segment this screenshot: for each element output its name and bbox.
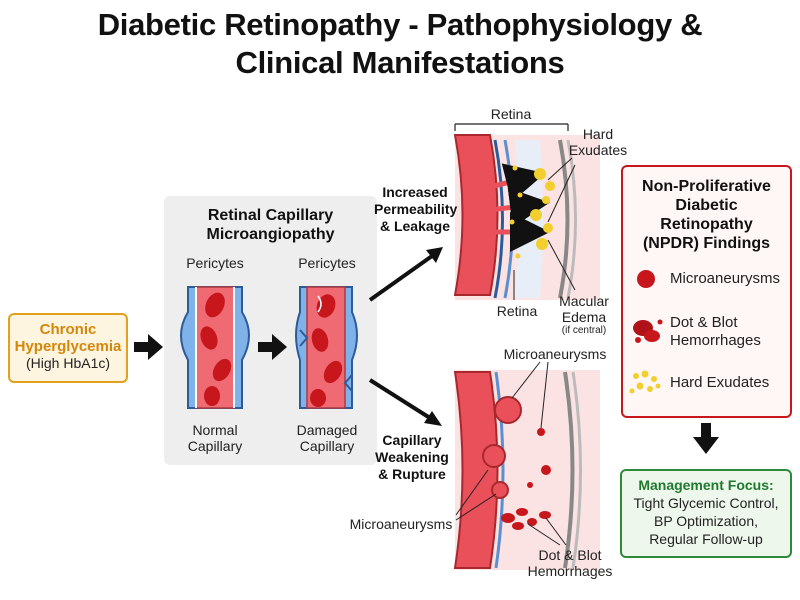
npdr-title-2: Diabetic <box>675 197 738 214</box>
normal-capillary-label: Normal Capillary <box>172 422 258 454</box>
legend-hemorrhages-line-1: Dot & Blot <box>670 314 738 331</box>
legend-microaneurysms: Microaneurysms <box>670 270 790 288</box>
legend-hard-exudates-text: Hard Exudates <box>670 374 770 391</box>
management-line-3: Regular Follow-up <box>649 531 763 547</box>
arrow-down-to-weakening <box>368 378 442 426</box>
chronic-title-1: Chronic <box>39 321 97 338</box>
permeability-label: Increased Permeability & Leakage <box>374 184 458 235</box>
hard-line-2: Exudates <box>568 142 628 158</box>
weakening-line-2: Weakening <box>375 449 449 465</box>
damaged-line-1: Damaged <box>296 422 358 438</box>
damaged-line-2: Capillary <box>299 438 355 454</box>
permeability-line-3: & Leakage <box>379 218 451 234</box>
pericytes-label-left: Pericytes <box>186 255 244 271</box>
pericytes-label-right: Pericytes <box>298 255 356 271</box>
dot-line-2: Hemorrhages <box>527 563 613 579</box>
legend-hemorrhages-line-2: Hemorrhages <box>670 332 761 349</box>
legend-microaneurysms-text: Microaneurysms <box>670 270 781 287</box>
macular-note: (if central) <box>561 325 607 336</box>
arrow-chronic-to-normal <box>134 334 163 360</box>
chronic-hyperglycemia-box: Chronic Hyperglycemia (High HbA1c) <box>8 313 128 383</box>
weakening-retina-illustration <box>453 361 600 570</box>
dot-line-1: Dot & Blot <box>538 547 602 563</box>
arrow-normal-to-damaged <box>258 334 287 360</box>
legend-hemorrhages: Dot & Blot Hemorrhages <box>670 314 790 350</box>
weakening-line-1: Capillary <box>382 432 442 448</box>
dot-blot-label: Dot & Blot Hemorrhages <box>522 547 618 579</box>
npdr-title-3: Retinopathy <box>660 216 753 233</box>
chronic-subtitle: (High HbA1c) <box>25 355 111 371</box>
normal-line-1: Normal <box>192 422 238 438</box>
page-title: Diabetic Retinopathy - Pathophysiology &… <box>0 6 800 82</box>
title-line-1: Diabetic Retinopathy - Pathophysiology & <box>97 7 703 42</box>
permeability-line-2: Permeability <box>374 201 458 217</box>
hard-line-1: Hard <box>582 126 614 142</box>
npdr-title: Non-Proliferative Diabetic Retinopathy (… <box>623 177 790 253</box>
exudate-icon <box>629 370 661 394</box>
legend-hard-exudates: Hard Exudates <box>670 374 790 392</box>
microangiopathy-title: Retinal Capillary Microangiopathy <box>164 206 377 244</box>
retina-label-bottom: Retina <box>496 303 538 319</box>
npdr-findings-box: Non-Proliferative Diabetic Retinopathy (… <box>621 165 792 418</box>
macular-edema-label: Macular Edema (if central) <box>552 293 616 337</box>
microangiopathy-title-2: Microangiopathy <box>206 226 335 243</box>
macular-line-2: Edema <box>561 309 607 325</box>
chronic-title-2: Hyperglycemia <box>14 338 122 355</box>
damaged-capillary-label: Damaged Capillary <box>284 422 370 454</box>
microaneurysms-label-top: Microaneurysms <box>503 346 607 362</box>
npdr-title-1: Non-Proliferative <box>642 178 771 195</box>
microaneurysm-icon <box>637 270 655 288</box>
management-line-2: BP Optimization, <box>653 513 758 529</box>
hard-exudates-label: Hard Exudates <box>566 126 630 158</box>
microaneurysms-label-left: Microaneurysms <box>349 516 453 532</box>
title-line-2: Clinical Manifestations <box>235 45 565 80</box>
management-heading: Management Focus: <box>638 477 774 493</box>
arrow-up-to-permeability <box>368 247 443 302</box>
weakening-label: Capillary Weakening & Rupture <box>372 432 452 483</box>
normal-line-2: Capillary <box>187 438 243 454</box>
damaged-capillary-illustration <box>295 286 358 409</box>
weakening-line-3: & Rupture <box>378 466 446 482</box>
normal-capillary-illustration <box>180 286 250 409</box>
retina-label-top: Retina <box>490 106 532 122</box>
hemorrhage-icon <box>633 319 663 343</box>
microangiopathy-title-1: Retinal Capillary <box>207 207 334 224</box>
arrow-npdr-to-management <box>693 423 719 454</box>
management-line-1: Tight Glycemic Control, <box>633 495 779 511</box>
management-focus-box: Management Focus: Tight Glycemic Control… <box>620 469 792 558</box>
permeability-retina-illustration <box>453 123 600 300</box>
permeability-line-1: Increased <box>382 184 448 200</box>
npdr-title-4: (NPDR) Findings <box>642 235 771 252</box>
macular-line-1: Macular <box>559 293 609 309</box>
